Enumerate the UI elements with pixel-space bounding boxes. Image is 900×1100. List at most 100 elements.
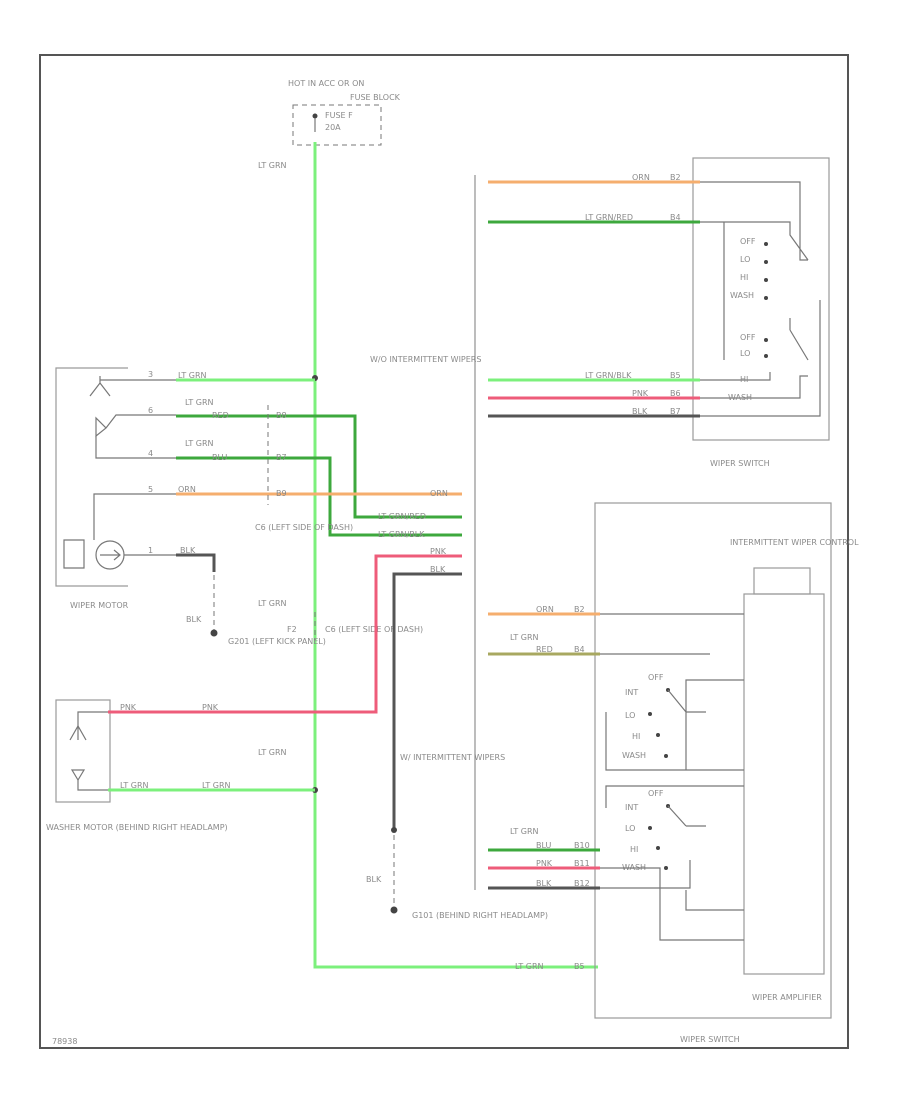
label-top-lt-grn-red: LT GRN/RED <box>585 213 633 222</box>
label-lt-grn-above-blu: LT GRN <box>185 439 214 448</box>
label-pnk-right: PNK <box>430 547 447 556</box>
label-lt-grn-above-red: LT GRN <box>185 398 214 407</box>
label-bot-red: RED <box>536 645 553 654</box>
fuse-rating-label: 20A <box>325 123 341 132</box>
sw-bot-int-2: INT <box>625 803 638 812</box>
sw-bot-wash: WASH <box>622 751 646 760</box>
label-lt-grn-blk-c6: LT GRN/BLK <box>378 530 425 539</box>
wiper-switch-top-label: WIPER SWITCH <box>710 459 770 468</box>
wiper-switch-bottom-outline <box>594 502 832 1019</box>
sw-bot-off-2: OFF <box>648 789 664 798</box>
fuse-source-label: HOT IN ACC OR ON <box>288 79 364 88</box>
label-g201-blk: BLK <box>186 615 202 624</box>
label-pnk-mid: PNK <box>202 703 219 712</box>
pin-bot-b11: B11 <box>574 859 590 868</box>
label-orn: ORN <box>178 485 196 494</box>
diagram-frame <box>39 54 849 1049</box>
sw-top-wash: WASH <box>730 291 754 300</box>
sw-top-off-2: OFF <box>740 333 756 342</box>
fuse-block-label: FUSE BLOCK <box>350 93 401 102</box>
ground-g101 <box>390 906 398 914</box>
wire-blu <box>176 456 462 537</box>
wiper-switch-top: ORN B2 LT GRN/RED B4 LT GRN/BLK B5 PNK B… <box>488 157 830 468</box>
pin-top-b7: B7 <box>670 407 681 416</box>
label-top-pnk: PNK <box>632 389 649 398</box>
label-bot-blu: BLU <box>536 841 552 850</box>
wire-motor-blk <box>176 553 216 572</box>
sw-bot-lo: LO <box>625 711 635 720</box>
pin-motor-6: 6 <box>148 406 153 415</box>
figure-id: 78938 <box>52 1037 77 1046</box>
pin-top-b2: B2 <box>670 173 681 182</box>
label-trunk-lt-grn-mid: LT GRN <box>258 599 287 608</box>
w-o-intermittent-label: W/O INTERMITTENT WIPERS <box>370 355 481 364</box>
sw-top-lo: LO <box>740 255 750 264</box>
sw-bot-off: OFF <box>648 673 664 682</box>
label-blk-upper: BLK <box>430 565 446 574</box>
label-bot-lt-grn-blk-top: LT GRN <box>510 827 539 836</box>
wiper-motor-label: WIPER MOTOR <box>70 601 129 610</box>
label-motor-blk: BLK <box>180 546 196 555</box>
label-trunk-lt-grn-low: LT GRN <box>258 748 287 757</box>
pin-bot-b4: B4 <box>574 645 585 654</box>
intermittent-wiper-control-label: INTERMITTENT WIPER CONTROL <box>730 538 859 547</box>
pin-top-b6: B6 <box>670 389 681 398</box>
sw-bot-hi-2: HI <box>630 845 638 854</box>
label-top-orn: ORN <box>632 173 650 182</box>
pin-motor-4: 4 <box>148 449 153 458</box>
wiper-switch-top-outline <box>692 157 830 441</box>
label-blu: BLU <box>212 453 228 462</box>
g201-label: G201 (LEFT KICK PANEL) <box>228 637 326 646</box>
label-bot-lt-grn-top: LT GRN <box>510 633 539 642</box>
sw-top-wash-2: WASH <box>728 393 752 402</box>
ground-splice <box>391 827 397 833</box>
washer-motor-outline <box>55 699 111 803</box>
label-trunk-lt-grn-top: LT GRN <box>258 161 287 170</box>
sw-bot-hi: HI <box>632 732 640 741</box>
fuse-name-label: FUSE F <box>325 111 353 120</box>
pin-motor-3: 3 <box>148 370 153 379</box>
c6-location-label: C6 (LEFT SIDE OF DASH) <box>255 523 353 532</box>
label-washer-lt-grn-mid: LT GRN <box>202 781 231 790</box>
label-top-blk: BLK <box>632 407 648 416</box>
w-intermittent-label: W/ INTERMITTENT WIPERS <box>400 753 505 762</box>
label-motor-lt-grn: LT GRN <box>178 371 207 380</box>
pin-bot-b12: B12 <box>574 879 590 888</box>
sw-bot-lo-2: LO <box>625 824 635 833</box>
sw-top-on: LO <box>740 349 750 358</box>
pin-b5-bottom: B5 <box>574 962 585 971</box>
label-bot-orn: ORN <box>536 605 554 614</box>
washer-motor: WASHER MOTOR (BEHIND RIGHT HEADLAMP) <box>46 699 228 832</box>
wiper-motor-outline <box>55 367 128 587</box>
label-top-lt-grn-blk: LT GRN/BLK <box>585 371 632 380</box>
washer-motor-label: WASHER MOTOR (BEHIND RIGHT HEADLAMP) <box>46 823 228 832</box>
c6-pin-b: B7 <box>276 453 287 462</box>
pin-bot-b10: B10 <box>574 841 590 850</box>
c6-pin-a: B8 <box>276 411 287 420</box>
sw-top-hi-2: HI <box>740 375 748 384</box>
wire-red <box>176 414 462 519</box>
fuse-terminal <box>312 113 318 119</box>
c6-pin-c: B9 <box>276 489 287 498</box>
pin-motor-1: 1 <box>148 546 153 555</box>
wiper-motor: WIPER MOTOR <box>55 367 142 610</box>
wire-pnk <box>108 554 462 714</box>
pin-bot-b2: B2 <box>574 605 585 614</box>
sw-bot-int: INT <box>625 688 638 697</box>
label-f2: F2 <box>287 625 297 634</box>
g101-label: G101 (BEHIND RIGHT HEADLAMP) <box>412 911 548 920</box>
wiper-amplifier-label: WIPER AMPLIFIER <box>752 993 822 1002</box>
label-bot-blk: BLK <box>536 879 552 888</box>
wiper-switch-bottom: INTERMITTENT WIPER CONTROL WIPER AMPLIFI… <box>488 502 859 1044</box>
sw-top-hi: HI <box>740 273 748 282</box>
ground-g201 <box>210 629 218 637</box>
label-pnk-left: PNK <box>120 703 137 712</box>
pin-motor-5: 5 <box>148 485 153 494</box>
wiper-switch-bottom-label: WIPER SWITCH <box>680 1035 740 1044</box>
label-washer-lt-grn-left: LT GRN <box>120 781 149 790</box>
sw-top-off: OFF <box>740 237 756 246</box>
label-lt-grn-red-c6: LT GRN/RED <box>378 512 426 521</box>
label-bottom-lt-grn: LT GRN <box>515 962 544 971</box>
fuse-block-outline <box>292 104 382 146</box>
